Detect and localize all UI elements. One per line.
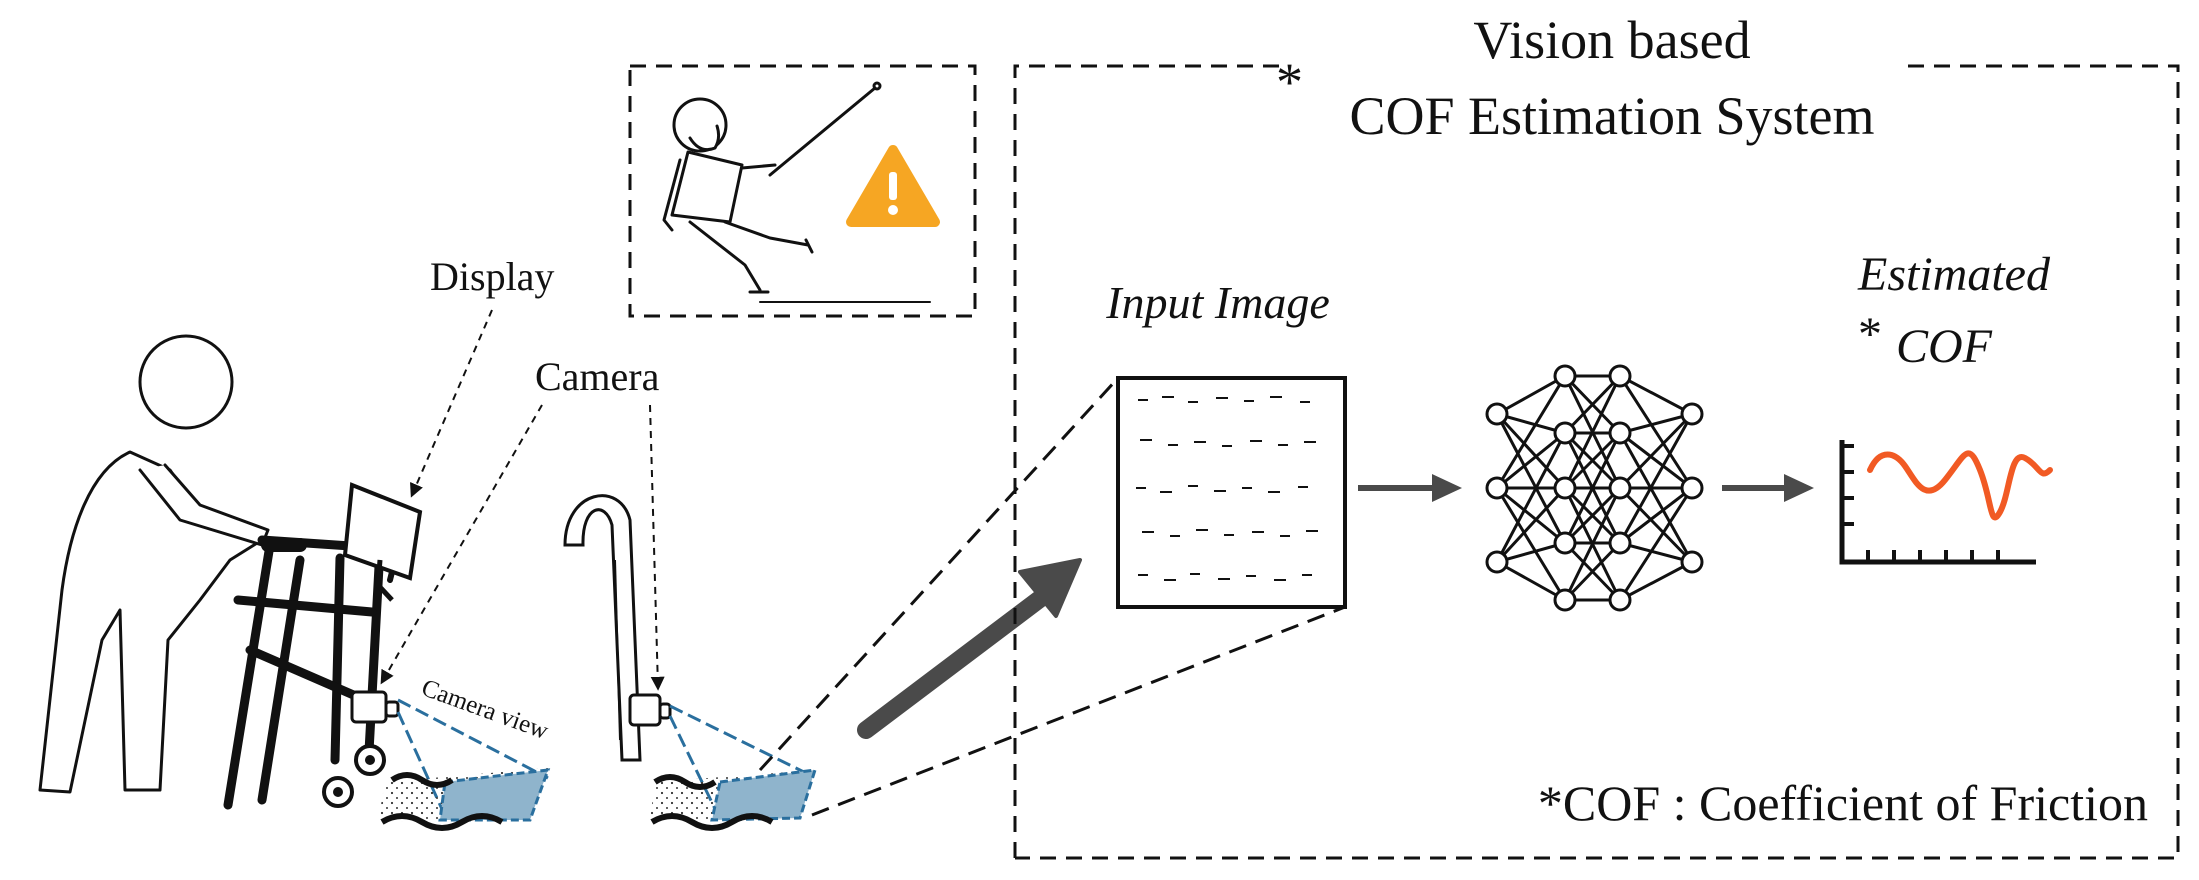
system-title-line2: COF Estimation System	[1349, 86, 1874, 146]
cof-estimation-system-box	[1013, 64, 2180, 860]
camera-label: Camera	[535, 354, 660, 399]
cof-star: *	[1858, 308, 1882, 361]
cane-floor-patch	[650, 768, 818, 831]
display-tablet-icon	[342, 482, 423, 602]
cof-italic-label: COF	[1896, 320, 1993, 373]
zoom-lines	[758, 376, 1346, 817]
display-label: Display	[430, 254, 554, 299]
cane-icon	[563, 494, 642, 762]
input-image-label: Input Image	[1105, 277, 1330, 328]
falling-person-icon	[662, 81, 931, 303]
arrow-image-to-network	[1358, 474, 1462, 502]
camera-pointer-arrow-walker	[380, 404, 543, 685]
system-title-line1: Vision based	[1473, 10, 1750, 70]
display-pointer-arrow	[410, 309, 493, 498]
fall-warning-inset	[628, 64, 977, 318]
system-title-star: *	[1276, 52, 1303, 112]
camera-pointer-arrow-cane	[649, 404, 665, 691]
arrow-network-to-chart	[1722, 474, 1814, 502]
input-image-panel	[1116, 376, 1347, 609]
walker-camera-view	[396, 698, 549, 819]
line-chart-icon	[1839, 440, 2053, 565]
camera-view-label: Camera view	[418, 674, 552, 745]
footnote-cof-definition: *COF : Coefficient of Friction	[1538, 775, 2148, 831]
warning-icon	[846, 145, 940, 227]
big-arrow	[857, 558, 1082, 739]
neural-network-icon	[1485, 364, 1704, 612]
cane-camera-icon	[628, 693, 672, 727]
cof-curve	[1867, 450, 2053, 521]
walker-floor-patch	[378, 768, 551, 831]
walker-camera-icon	[350, 690, 400, 724]
walker-wheel	[322, 744, 386, 808]
estimated-label: Estimated	[1857, 248, 2051, 301]
person-with-walker-icon	[38, 334, 270, 794]
